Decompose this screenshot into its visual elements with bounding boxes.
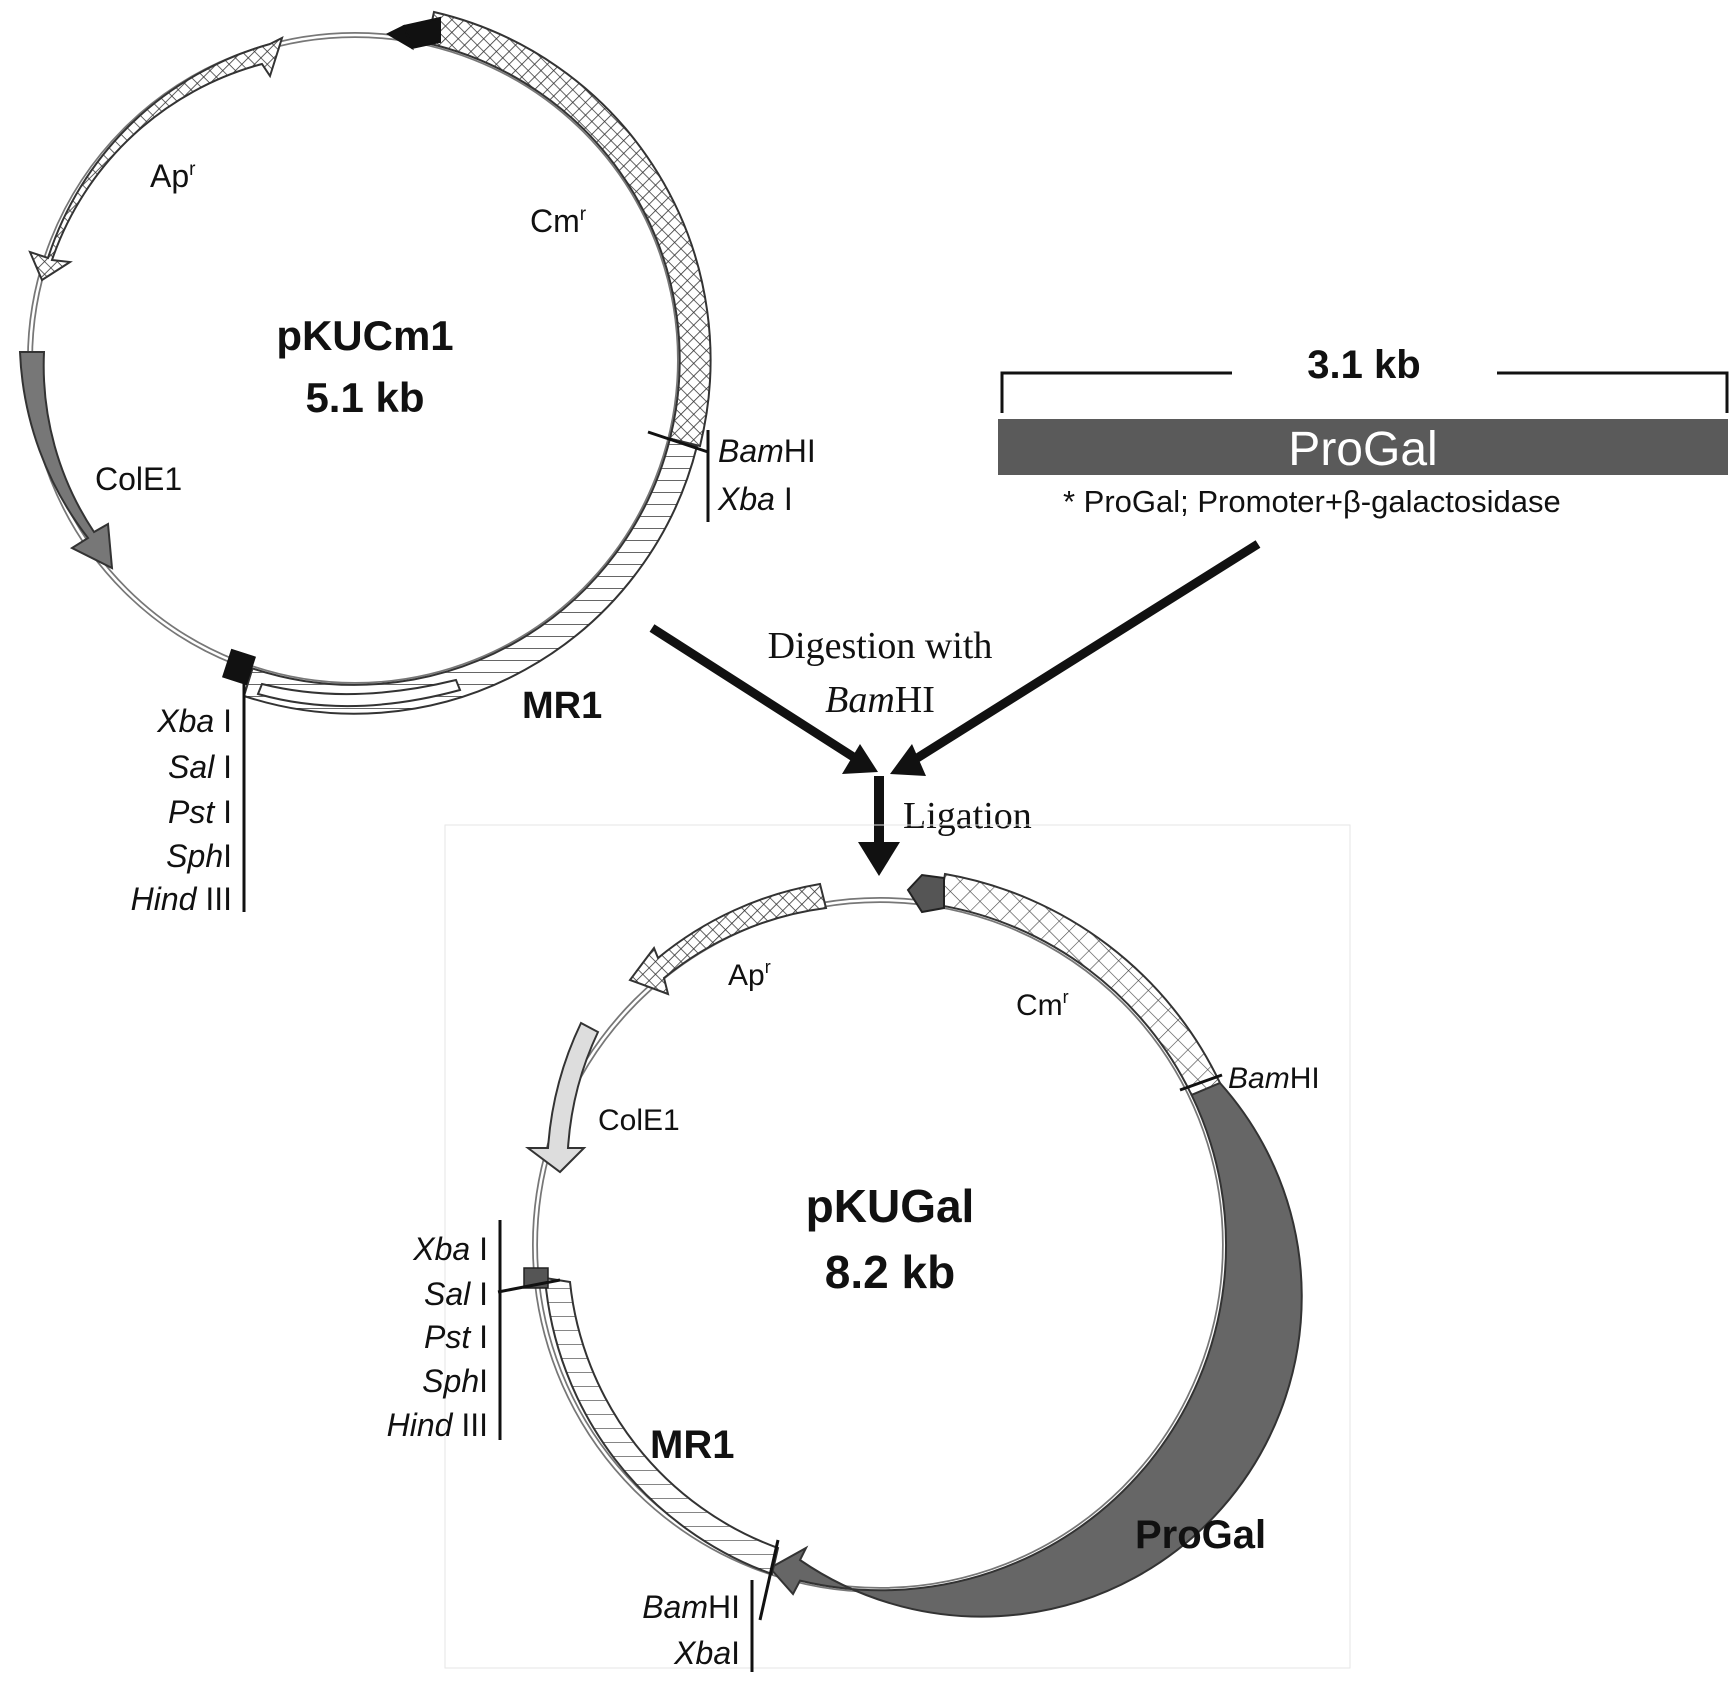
pkugal-cole1-label: ColE1 [598, 1104, 680, 1137]
pkucm1-cmr-label: Cmr [530, 203, 587, 239]
site-label: XbaI [673, 1635, 740, 1671]
pkucm1-sites-right: BamHI Xba I [717, 433, 816, 517]
pkucm1-cut-right [647, 430, 709, 454]
fragment-size-bracket-left [1000, 371, 1232, 413]
pkugal-cut-right [1179, 1073, 1223, 1092]
site-label: BamHI [1228, 1062, 1320, 1095]
site-label: Xba I [156, 703, 232, 739]
pkucm1-cmr-segment [426, 10, 712, 448]
site-label: Pst I [168, 794, 232, 830]
site-label: Pst I [424, 1319, 488, 1355]
site-label: Hind III [387, 1407, 488, 1443]
pkucm1-apr-segment [28, 36, 284, 282]
pkugal-cmr-label: Cmr [1016, 987, 1069, 1022]
pkucm1-mr1-segment [242, 437, 699, 715]
fragment-size-bracket-right [1497, 371, 1729, 413]
pkugal-frame [444, 824, 1351, 1669]
progal-note: * ProGal; Promoter+β-galactosidase [1063, 484, 1561, 519]
pkugal-cole1-segment [525, 1021, 600, 1174]
pkugal-cut-bottom [758, 1539, 780, 1621]
fragment-size-label: 3.1 kb [1307, 343, 1420, 387]
pkugal-sites-right: BamHI [1228, 1062, 1320, 1095]
ligation-label: Ligation [903, 795, 1032, 837]
pkucm1-size: 5.1 kb [305, 374, 424, 421]
site-label: Xba I [717, 481, 793, 517]
pkucm1-mcs-block [222, 648, 256, 686]
arrowhead-left [842, 744, 878, 774]
progal-fragment: 3.1 kb ProGal * ProGal; Promoter+β-galac… [998, 343, 1729, 519]
pkugal-progal-segment [768, 1081, 1303, 1618]
pkugal-cmr-segment [938, 872, 1222, 1097]
pkucm1-mr1-label: MR1 [522, 685, 602, 727]
plasmid-pkucm1: pKUCm1 5.1 kb Apr Cmr ColE1 MR1 BamHI Xb… [18, 10, 816, 917]
pkugal-mr1-segment [543, 1276, 780, 1576]
site-label: BamHI [718, 433, 816, 469]
arrow-from-fragment [911, 540, 1261, 764]
pkugal-promoter-arrow [906, 873, 945, 914]
digestion-label: Digestion with [768, 625, 993, 667]
pkucm1-apr-label: Apr [150, 158, 196, 194]
digestion-enzyme: BamHI [825, 679, 935, 721]
arrow-from-plasmid [649, 624, 858, 762]
pkucm1-cole1-label: ColE1 [95, 461, 182, 497]
pkucm1-promoter-arrow [385, 16, 441, 51]
pkugal-apr-label: Apr [728, 957, 771, 992]
progal-bar-label: ProGal [1288, 423, 1437, 476]
pkugal-progal-label: ProGal [1135, 1513, 1266, 1557]
pkugal-sites-bottom: BamHI XbaI [642, 1589, 740, 1671]
pkucm1-mr1-arrow [256, 678, 462, 708]
site-label: BamHI [642, 1589, 740, 1625]
progal-bar [998, 419, 1728, 475]
pkugal-cut-left [497, 1278, 561, 1294]
process-arrows: Digestion with BamHI Ligation [649, 540, 1261, 876]
plasmid-pkugal: pKUGal 8.2 kb Apr Cmr ColE1 MR1 ProGal B… [387, 824, 1351, 1672]
arrowhead-down [858, 842, 900, 876]
pkugal-size: 8.2 kb [825, 1246, 955, 1298]
site-label: Xba I [412, 1231, 488, 1267]
pkucm1-sites-left: Xba I Sal I Pst I SphI Hind III [131, 703, 232, 917]
arrowhead-right [890, 744, 926, 776]
pkugal-sites-left: Xba I Sal I Pst I SphI Hind III [387, 1231, 488, 1443]
pkugal-name: pKUGal [806, 1180, 975, 1232]
pkucm1-cole1-segment [18, 351, 114, 570]
site-label: SphI [166, 838, 232, 874]
site-label: SphI [422, 1363, 488, 1399]
pkugal-apr-segment [628, 882, 828, 996]
pkucm1-name: pKUCm1 [276, 312, 453, 359]
site-label: Hind III [131, 881, 232, 917]
pkugal-mr1-label: MR1 [650, 1423, 734, 1467]
site-label: Sal I [424, 1276, 488, 1312]
site-label: Sal I [168, 749, 232, 785]
